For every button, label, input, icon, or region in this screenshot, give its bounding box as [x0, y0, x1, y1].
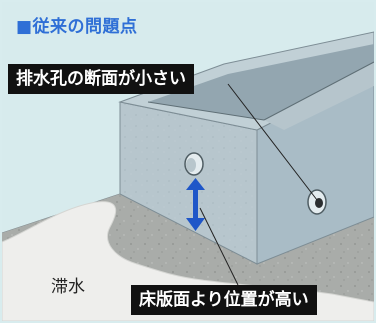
box-inner-floor	[264, 62, 374, 130]
standing-water-label: 滞水	[51, 277, 85, 297]
callout-outlet-size: 排水孔の断面が小さい	[8, 64, 194, 94]
rim-edge	[147, 101, 265, 121]
drain-hole-side-inner	[315, 198, 323, 208]
callout-outlet-position: 床版面より位置が高い	[131, 285, 317, 315]
leader-position	[199, 207, 239, 286]
rim-edge-2	[263, 61, 374, 121]
box-inner-opening	[148, 44, 374, 120]
diagram-title: ■従来の問題点	[16, 17, 138, 37]
leader-outlet	[227, 83, 318, 201]
drain-hole-front-inner	[186, 158, 196, 172]
height-arrow	[186, 178, 205, 231]
